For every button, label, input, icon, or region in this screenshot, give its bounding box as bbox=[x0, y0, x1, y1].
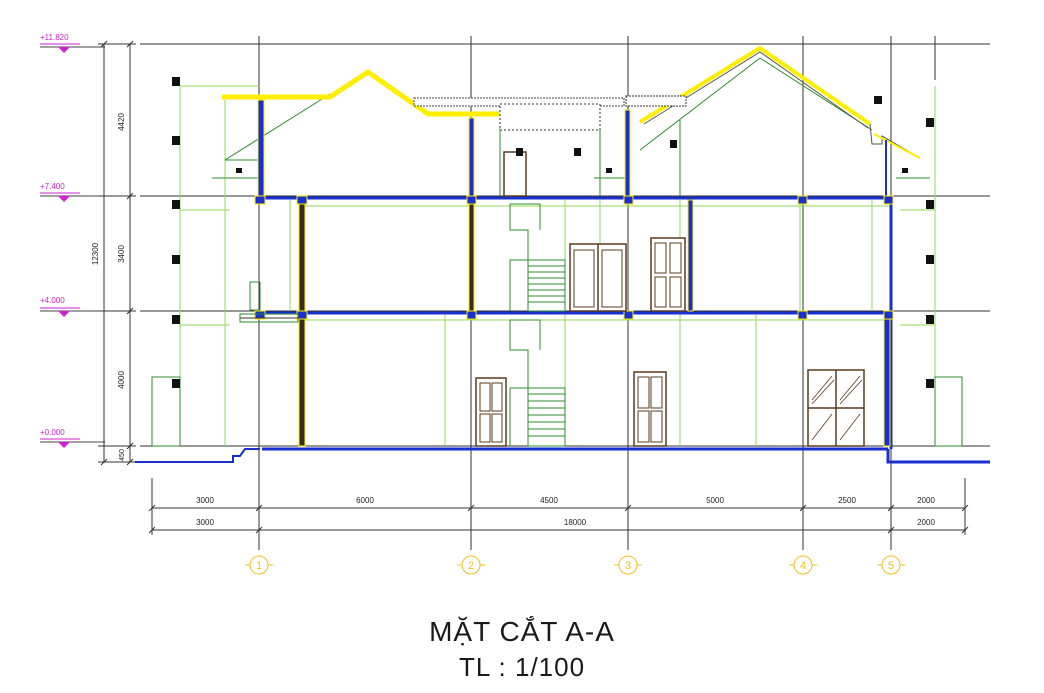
door-panel-floor1-left bbox=[475, 377, 507, 447]
axis-label-5: 5 bbox=[888, 560, 894, 572]
door-panel-floor2 bbox=[650, 237, 686, 312]
level-label-roof: +11.820 bbox=[40, 33, 69, 42]
axis-bubble-2: 2 bbox=[457, 555, 485, 575]
axis-bubble-4: 4 bbox=[789, 555, 817, 575]
axis-label-2: 2 bbox=[468, 560, 474, 572]
doors bbox=[475, 151, 865, 447]
dim-overall-right: 2000 bbox=[917, 518, 935, 527]
drawing-scale: TL : 1/100 bbox=[458, 652, 586, 682]
dim-floor1-height: 4000 bbox=[117, 371, 126, 389]
roof bbox=[222, 45, 921, 159]
dim-overall-main: 18000 bbox=[564, 518, 587, 527]
door-floor3 bbox=[503, 151, 527, 197]
vertical-dimension-labels: 4420 3400 4000 450 12300 bbox=[91, 113, 126, 461]
axis-bubble-5: 5 bbox=[877, 555, 905, 575]
dim-bay-5: 2500 bbox=[838, 496, 856, 505]
door-panel-floor1-mid bbox=[633, 371, 667, 447]
axis-label-1: 1 bbox=[256, 560, 262, 572]
door-double-floor2 bbox=[569, 243, 627, 312]
horizontal-dimensions bbox=[148, 478, 969, 535]
stairs bbox=[509, 203, 566, 447]
dim-bay-4: 5000 bbox=[706, 496, 724, 505]
level-label-ground: +0.000 bbox=[40, 428, 65, 437]
dim-bay-3: 4500 bbox=[540, 496, 558, 505]
dim-floor2-height: 3400 bbox=[117, 245, 126, 263]
dim-bay-2: 6000 bbox=[356, 496, 374, 505]
axis-bubble-3: 3 bbox=[614, 555, 642, 575]
dim-plinth-height: 450 bbox=[119, 449, 126, 461]
dim-floor3-height: 4420 bbox=[117, 113, 126, 131]
grid-axes: 1 2 3 4 5 bbox=[245, 555, 905, 575]
balcony bbox=[239, 281, 300, 323]
vertical-dimensions bbox=[98, 40, 136, 466]
axis-label-3: 3 bbox=[625, 560, 631, 572]
dim-overall-left: 3000 bbox=[196, 518, 214, 527]
dim-bay-1: 3000 bbox=[196, 496, 214, 505]
level-label-floor2: +4.000 bbox=[40, 296, 65, 305]
level-marker-floor2: +4.000 bbox=[40, 296, 105, 317]
door-glass-floor1 bbox=[807, 369, 865, 447]
dim-bay-6: 2000 bbox=[917, 496, 935, 505]
horizontal-dimension-labels: 3000 6000 4500 5000 2500 2000 3000 18000… bbox=[196, 496, 935, 527]
slabs bbox=[135, 140, 990, 464]
dim-total-height: 12300 bbox=[91, 242, 100, 265]
small-markers bbox=[172, 77, 934, 388]
level-marker-roof: +11.820 bbox=[40, 33, 105, 53]
axis-label-4: 4 bbox=[800, 560, 806, 572]
level-marker-floor3: +7.400 bbox=[40, 182, 105, 202]
columns bbox=[254, 99, 894, 447]
axis-bubble-1: 1 bbox=[245, 555, 273, 575]
level-marker-ground: +0.000 bbox=[40, 428, 105, 448]
level-markers: +11.820 +7.400 +4.000 +0.000 bbox=[40, 33, 105, 448]
level-label-floor3: +7.400 bbox=[40, 182, 65, 191]
drawing-title: MẶT CẮT A-A bbox=[429, 616, 615, 647]
